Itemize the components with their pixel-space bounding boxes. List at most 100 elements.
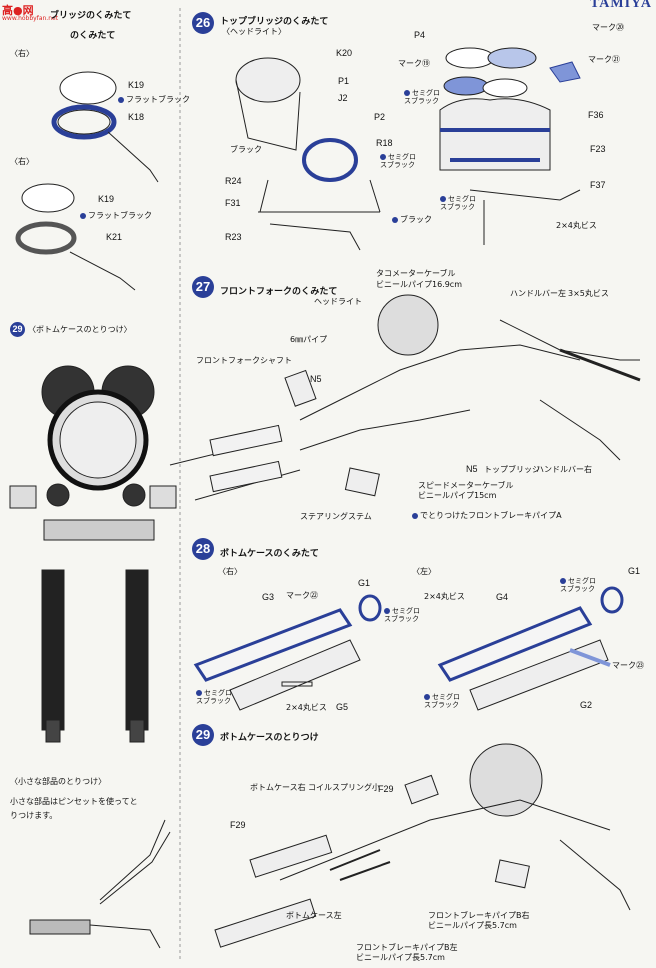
- paint-label: セミグロスブラック: [196, 689, 232, 705]
- handlebar-left-label: ハンドルバー左: [510, 289, 566, 298]
- part-label-r18: R18: [376, 138, 393, 148]
- part-label-r23: R23: [225, 232, 242, 242]
- brake-pipe-b-left-length: ビニールパイプ長5.7cm: [356, 953, 445, 962]
- decal-label-22: マーク㉒: [286, 591, 318, 600]
- step-26-title: トップブリッジのくみたて: [220, 17, 329, 27]
- paint-dot-icon: [424, 694, 430, 700]
- part-label-f37: F37: [590, 180, 606, 190]
- paint-dot-icon: [80, 212, 86, 219]
- step-29-title-left: 〈ボトムケースのとりつけ〉: [28, 325, 132, 334]
- paint-dot-icon: [118, 96, 124, 103]
- paint-label-black: ブラック: [230, 145, 262, 154]
- paint-dot-icon: [392, 216, 398, 223]
- part-label-p2: P2: [374, 112, 386, 122]
- part-label-g1-b: G1: [628, 566, 641, 576]
- paint-label: セミグロスブラック: [404, 89, 440, 105]
- decal-label-20: マーク⑳: [592, 23, 624, 32]
- paint-dot-icon: [404, 90, 410, 96]
- part-label-k19: K19: [128, 80, 145, 90]
- side-tag-left: 〈左〉: [412, 567, 436, 576]
- paint-label: セミグロスブラック: [384, 607, 420, 623]
- part-label-k19-b: K19: [98, 194, 115, 204]
- part-label-g5: G5: [336, 702, 349, 712]
- part-label-g2: G2: [580, 700, 593, 710]
- bottom-case-right-label: ボトムケース右: [250, 783, 306, 792]
- brake-pipe-b-left-label: フロントブレーキパイプB左: [356, 943, 458, 952]
- step-28-badge: 28: [192, 538, 214, 560]
- part-label-p1: P1: [338, 76, 350, 86]
- part-label-g1: G1: [358, 578, 371, 588]
- watermark-url: www.hobbyfan.net: [2, 15, 59, 22]
- part-label-n5-b: N5: [466, 464, 478, 474]
- decal-label-23: マーク㉓: [612, 661, 644, 670]
- watermark-logo: 高●网: [2, 4, 34, 17]
- coil-spring-label: コイルスプリング小: [308, 783, 380, 792]
- part-label-g4: G4: [496, 592, 509, 602]
- part-label-f23: F23: [590, 144, 606, 154]
- tips-body-2: りつけます。: [10, 811, 58, 820]
- side-tag-a: 〈右〉: [10, 49, 34, 58]
- step-26-badge: 26: [192, 12, 214, 34]
- paint-dot-icon: [196, 690, 202, 696]
- brake-pipe-b-right-label: フロントブレーキパイプB右: [428, 911, 530, 920]
- paint-label: セミグロスブラック: [560, 577, 596, 593]
- speedo-cable-label: スピードメーターケーブル: [418, 481, 514, 490]
- headlight-label: ヘッドライト: [314, 297, 362, 306]
- fork-shaft-label: フロントフォークシャフト: [196, 356, 292, 365]
- pipe-6mm-label: 6㎜パイプ: [290, 335, 328, 344]
- tacho-pipe-label: ビニールパイプ16.9cm: [376, 280, 463, 289]
- tacho-cable-label: タコメーターケーブル: [376, 269, 456, 278]
- step-26-subtitle: 〈ヘッドライト〉: [222, 27, 286, 36]
- screw-label-b: 2×4丸ビス: [424, 592, 465, 601]
- paint-label: フラットブラック: [88, 211, 152, 220]
- part-label-g3: G3: [262, 592, 275, 602]
- step-29-title: ボトムケースのとりつけ: [220, 733, 319, 743]
- paint-label: フラットブラック: [126, 95, 190, 104]
- decal-label-19: マーク⑲: [398, 59, 430, 68]
- part-label-f31: F31: [225, 198, 241, 208]
- paint-dot-icon: [560, 578, 566, 584]
- side-tag-b: 〈右〉: [10, 157, 34, 166]
- brand-logo: TAMIYA: [589, 0, 652, 11]
- part-label-f29-b: F29: [230, 820, 246, 830]
- part-label-p4: P4: [414, 30, 426, 40]
- steering-stem-label: ステアリングステム: [300, 512, 372, 521]
- mirror-section-title: ブリッジのくみたて: [50, 11, 132, 21]
- screw-label: 2×4丸ビス: [286, 703, 327, 712]
- paint-label: セミグロスブラック: [380, 153, 416, 169]
- brake-pipe-note: でとりつけたフロントブレーキパイプA: [420, 511, 562, 520]
- paint-dot-icon: [412, 512, 418, 519]
- handlebar-right-label: ハンドルバー右: [536, 465, 592, 474]
- paint-dot-icon: [440, 196, 446, 202]
- side-tag-right: 〈右〉: [218, 567, 242, 576]
- part-label-f36: F36: [588, 110, 604, 120]
- screw-label: 2×4丸ビス: [556, 221, 597, 230]
- part-label-k21: K21: [106, 232, 123, 242]
- speedo-pipe-label: ビニールパイプ15cm: [418, 491, 497, 500]
- step-29-badge: 29: [10, 322, 25, 337]
- step-27-title: フロントフォークのくみたて: [220, 287, 338, 297]
- paint-label: セミグロスブラック: [440, 195, 476, 211]
- part-label-f29: F29: [378, 784, 394, 794]
- tips-body-1: 小さな部品はピンセットを使ってと: [10, 797, 138, 806]
- step-28-title: ボトムケースのくみたて: [220, 549, 319, 559]
- paint-dot-icon: [384, 608, 390, 614]
- part-label-r24: R24: [225, 176, 242, 186]
- brake-pipe-b-right-length: ビニールパイプ長5.7cm: [428, 921, 517, 930]
- mirror-section-title-2: のくみたて: [70, 31, 116, 41]
- step-27-badge: 27: [192, 276, 214, 298]
- part-label-n5: N5: [310, 374, 322, 384]
- tips-title: 〈小さな部品のとりつけ〉: [10, 777, 107, 786]
- part-label-k20: K20: [336, 48, 353, 58]
- paint-dot-icon: [380, 154, 386, 160]
- part-label-k18: K18: [128, 112, 145, 122]
- decal-label-21: マーク㉑: [588, 55, 620, 64]
- bottom-case-left-label: ボトムケース左: [286, 911, 342, 920]
- paint-label: ブラック: [400, 215, 432, 224]
- top-bridge-label: トップブリッジ: [484, 465, 540, 474]
- part-label-j2: J2: [338, 93, 348, 103]
- paint-label: セミグロスブラック: [424, 693, 460, 709]
- screw-label: 3×5丸ビス: [568, 289, 609, 298]
